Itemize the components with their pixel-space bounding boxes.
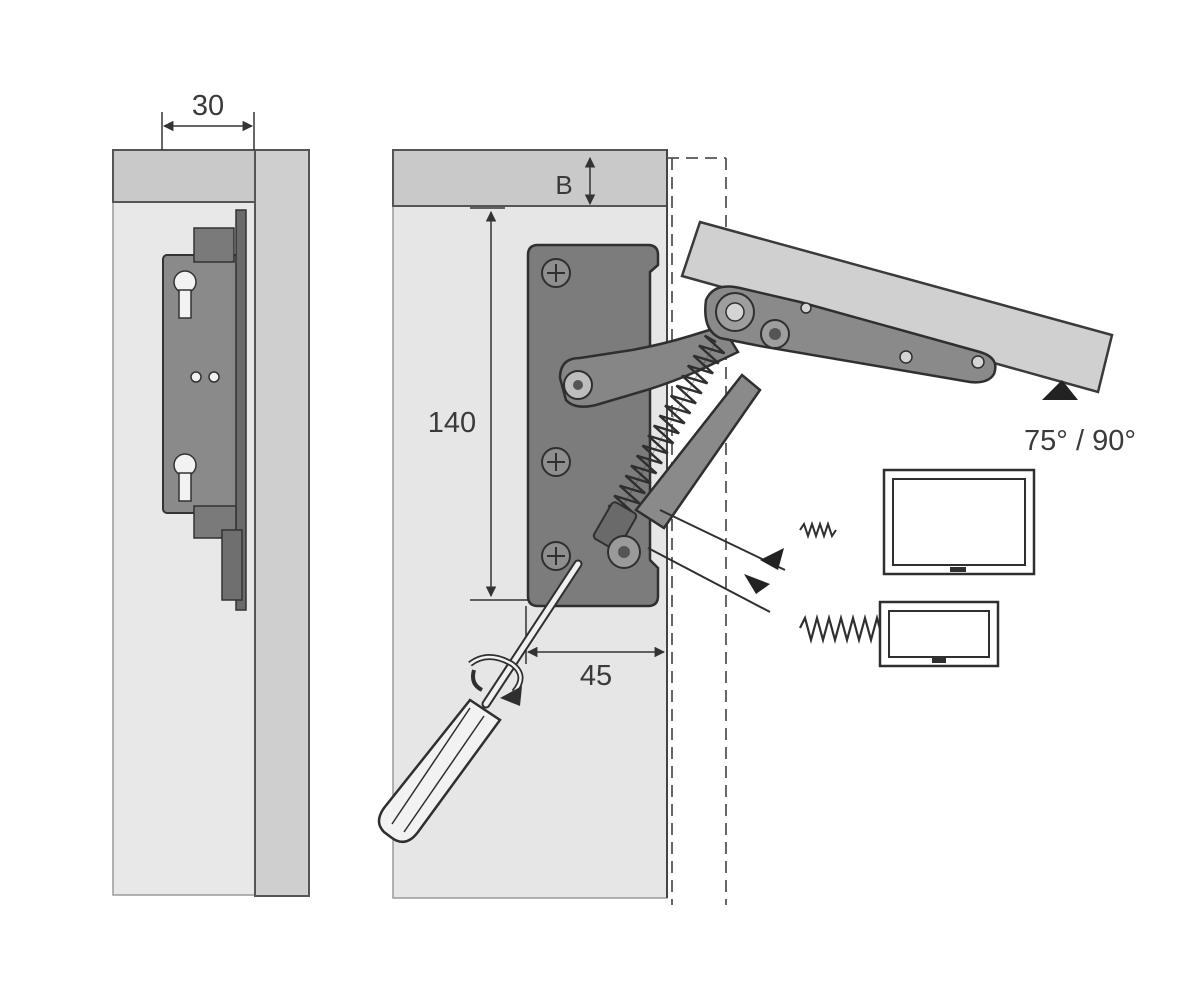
dimension-30: 30 <box>161 90 255 150</box>
front-view: B 140 45 <box>377 149 1136 905</box>
spring-icon <box>607 334 726 525</box>
arrow-down-icon <box>744 574 770 594</box>
dimension-label-30: 30 <box>192 90 224 122</box>
lever-arm <box>558 324 740 408</box>
dimension-label-140: 140 <box>428 407 476 439</box>
dimension-label-b: B <box>555 170 572 200</box>
force-direction-lines <box>647 509 786 613</box>
strong-indicator-frame <box>878 600 1000 668</box>
spring-tension-legend <box>799 468 1036 668</box>
side-view: 30 <box>112 90 310 897</box>
front-top-board <box>392 149 668 207</box>
opening-angle-label: 75° / 90° <box>1024 425 1136 457</box>
side-mounting-plate <box>162 209 247 611</box>
opening-angle-indicator: 75° / 90° <box>1024 380 1136 457</box>
lid-open <box>680 220 1114 394</box>
angle-arrow-icon <box>1042 380 1078 400</box>
dimension-label-45: 45 <box>580 660 612 692</box>
dimension-45: 45 <box>525 606 666 692</box>
rotation-arrow-icon <box>468 654 524 706</box>
screw-icon <box>541 258 571 288</box>
weak-indicator-frame <box>882 468 1036 576</box>
screwdriver-icon <box>377 559 583 844</box>
screw-icon <box>541 447 571 477</box>
screw-icon <box>541 541 571 571</box>
adjustment-screw <box>592 501 641 569</box>
weak-spring-icon <box>799 520 837 540</box>
arrow-up-icon <box>760 548 784 570</box>
dimension-b: B <box>555 156 596 206</box>
keyhole-slot-icon <box>173 270 197 319</box>
support-strut <box>634 373 762 530</box>
strong-spring-icon <box>799 613 889 645</box>
side-front-edge <box>254 149 310 897</box>
dimension-140: 140 <box>428 207 530 601</box>
keyhole-slot-icon <box>173 453 197 502</box>
